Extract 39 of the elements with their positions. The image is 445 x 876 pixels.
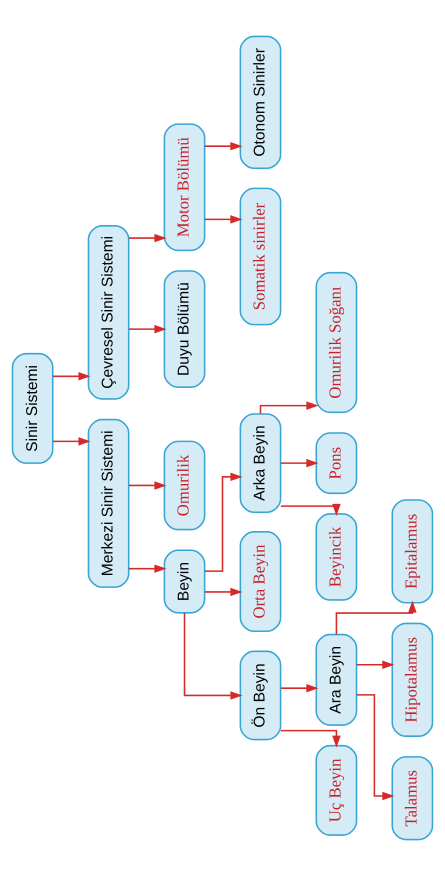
node-box: Ön Beyin — [240, 650, 282, 740]
arrow — [204, 142, 242, 150]
arrow — [280, 458, 318, 468]
arrow — [336, 600, 417, 635]
node-box: Ara Beyin — [316, 634, 358, 726]
arrow — [280, 730, 341, 748]
arrow — [204, 472, 243, 572]
node-box: Arka Beyin — [240, 413, 282, 514]
node-box: Uç Beyin — [316, 744, 358, 836]
arrow — [128, 234, 166, 242]
node-box: Sinir Sistemi — [12, 352, 54, 464]
arrow — [52, 372, 91, 381]
node-box: Omurilik — [164, 440, 206, 530]
arrow — [280, 504, 341, 516]
node-box: Çevresel Sinir Sistemi — [88, 225, 130, 400]
node-box: Orta Beyin — [240, 531, 282, 632]
node-box: Somatik sinirler — [240, 188, 282, 326]
node-box: Beyin — [164, 549, 206, 614]
arrow — [128, 564, 166, 573]
node-box: Omurilik Soğanı — [316, 272, 358, 414]
node-box: Merkezi Sinir Sistemi — [88, 418, 130, 588]
node-box: Motor Bölümü — [164, 123, 206, 252]
node-box: Otonom Sinirler — [240, 36, 282, 170]
arrow — [184, 612, 242, 700]
arrow — [280, 684, 318, 692]
arrow — [356, 694, 394, 800]
arrow — [260, 401, 318, 414]
node-box: Epitalamus — [391, 499, 434, 604]
arrow — [204, 215, 242, 224]
arrow — [128, 324, 166, 334]
arrow — [128, 481, 166, 490]
arrow — [356, 660, 394, 669]
node-box: Talamus — [391, 756, 434, 840]
node-box: Pons — [316, 432, 358, 494]
node-box: Beyincik — [316, 513, 358, 601]
arrow — [204, 588, 242, 596]
arrow — [52, 437, 91, 446]
node-box: Hipotalamus — [391, 622, 434, 737]
node-box: Duyu Bölümü — [164, 270, 206, 388]
